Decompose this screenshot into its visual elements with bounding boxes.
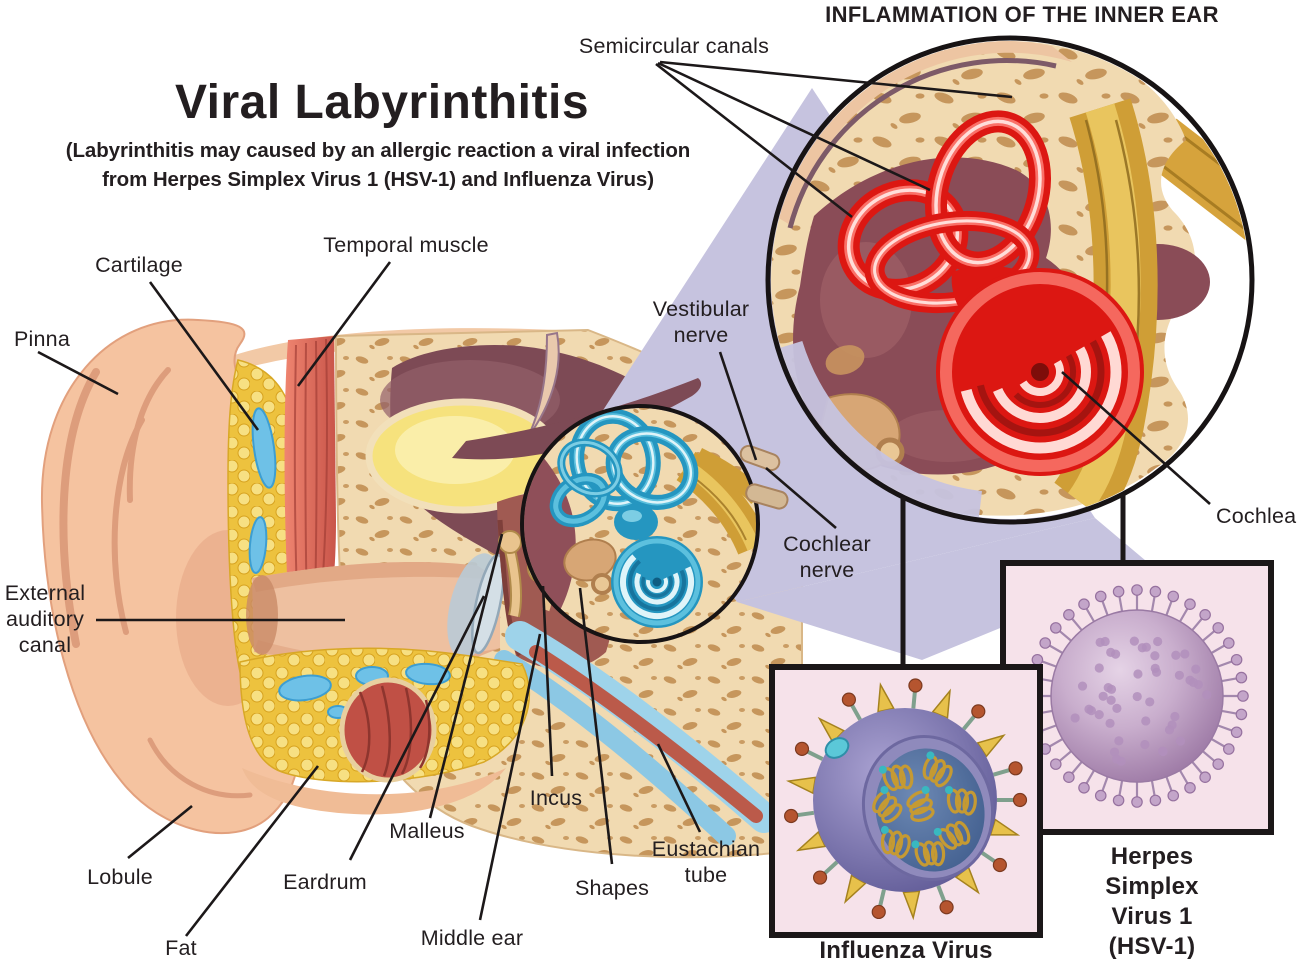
caption-herpes-simplex: Herpes Simplex Virus 1 (HSV-1) [1105, 843, 1199, 960]
influenza-rna-coils [872, 751, 977, 867]
hsv-virus-illustration [1000, 560, 1274, 835]
label-cartilage: Cartilage [95, 253, 183, 277]
label-cochlear-nerve: Cochlear nerve [783, 532, 871, 583]
label-semicircular-canals: Semicircular canals [578, 34, 770, 58]
page-subtitle: (Labyrinthitis may caused by an allergic… [65, 139, 691, 191]
label-temporal-muscle: Temporal muscle [323, 233, 489, 257]
page-title: Viral Labyrinthitis [174, 76, 590, 129]
inner-ear-small-circle [520, 404, 760, 644]
label-lobule: Lobule [87, 865, 153, 889]
eardrum-shape [471, 553, 505, 655]
hsv-surface-dots [1070, 636, 1212, 766]
influenza-virus-illustration [769, 664, 1043, 938]
label-shapes: Shapes [574, 876, 650, 900]
label-vestibular-nerve: Vestibular nerve [652, 297, 750, 348]
caption-influenza-virus: Influenza Virus [819, 937, 993, 964]
vestibulocochlear-nerve-stubs [739, 444, 789, 510]
inflamed-inner-ear-circle [765, 35, 1255, 525]
inset-heading: INFLAMMATION OF THE INNER EAR [825, 2, 1219, 27]
label-pinna: Pinna [14, 327, 70, 351]
label-fat: Fat [165, 936, 197, 960]
label-eardrum: Eardrum [283, 870, 367, 894]
influenza-spikes [784, 678, 1028, 921]
connector-lines [900, 494, 1126, 670]
label-malleus: Malleus [389, 819, 465, 843]
label-eustachian-tube: Eustachian tube [651, 837, 761, 888]
leader-lines [37, 60, 1211, 937]
hsv-spikes [1025, 584, 1249, 808]
ear-canal [252, 562, 500, 665]
label-cochlea: Cochlea [1216, 504, 1297, 528]
label-middle-ear: Middle ear [420, 926, 524, 950]
healthy-labyrinth [549, 408, 699, 528]
label-external-auditory-canal: External auditory canal [4, 581, 86, 658]
label-incus: Incus [529, 786, 583, 810]
